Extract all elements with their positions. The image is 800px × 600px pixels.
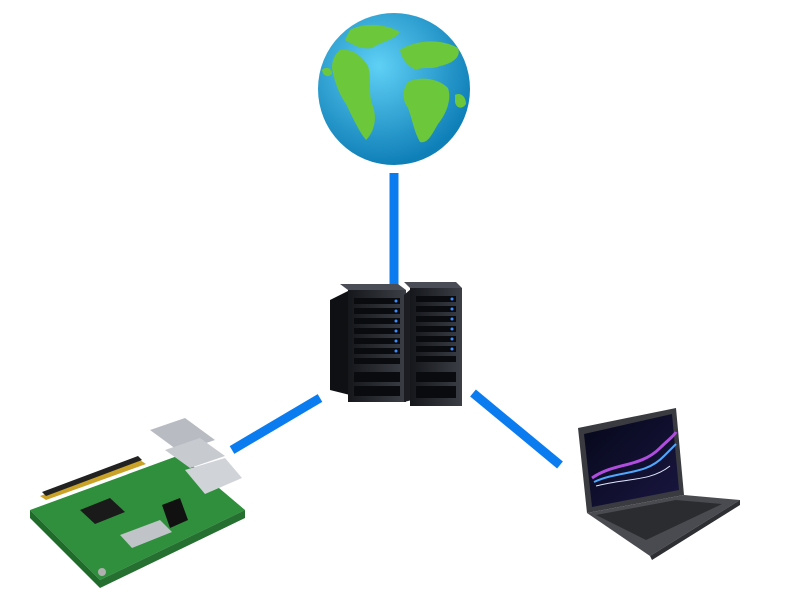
- connections: [229, 173, 563, 469]
- link-server-laptop: [470, 389, 563, 469]
- globe-icon: [318, 13, 470, 165]
- server-rack-icon: [330, 282, 462, 406]
- laptop-icon: [578, 408, 740, 560]
- link-server-raspberry-pi: [229, 394, 323, 454]
- raspberry-pi-board-icon: [30, 418, 245, 588]
